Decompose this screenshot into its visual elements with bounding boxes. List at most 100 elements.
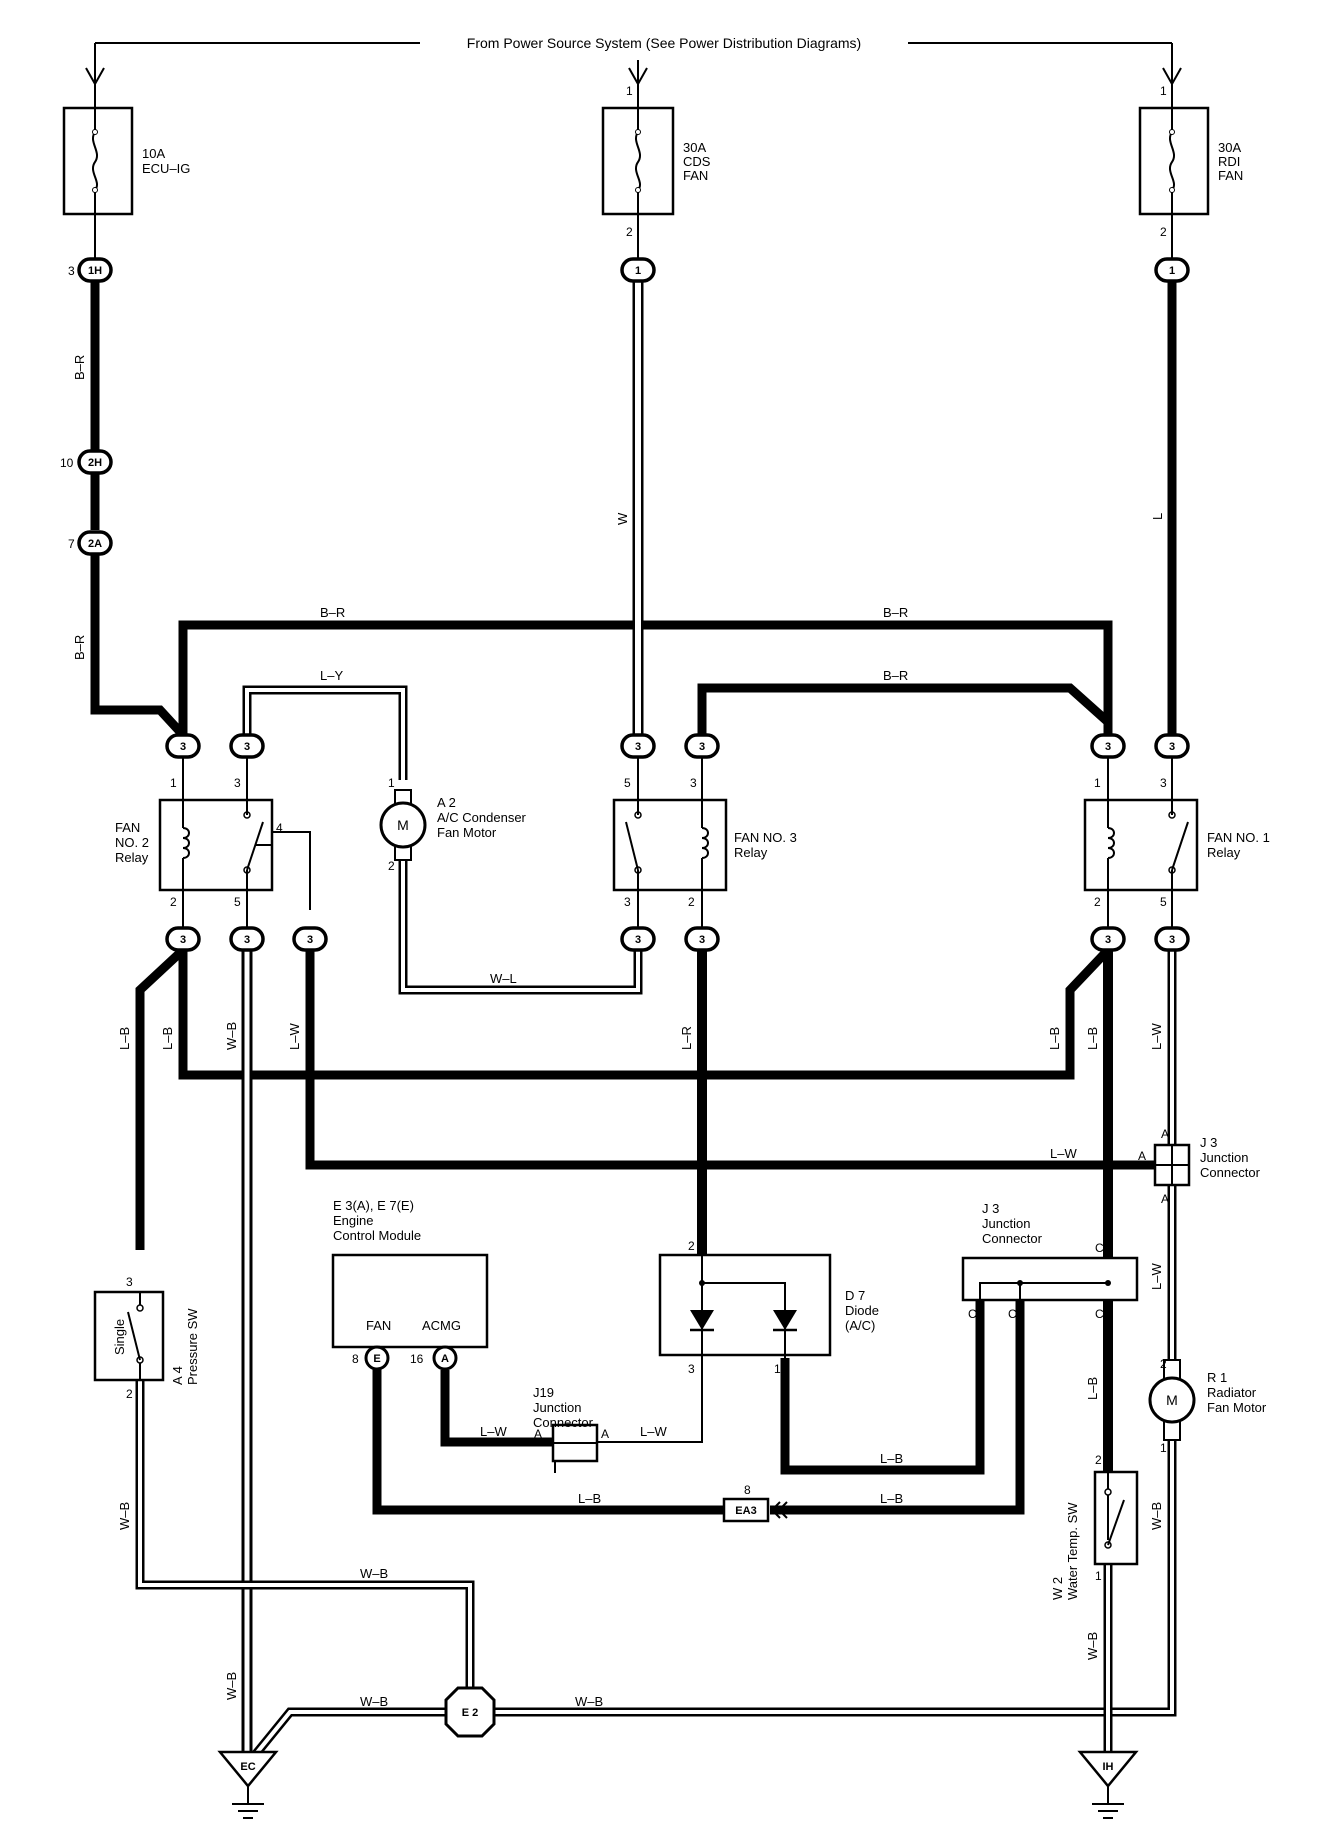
svg-text:C: C bbox=[1095, 1241, 1104, 1255]
svg-text:10: 10 bbox=[60, 456, 74, 470]
svg-text:Radiator: Radiator bbox=[1207, 1385, 1257, 1400]
r1-radiator-fan-motor: M R 1 Radiator Fan Motor 2 1 bbox=[1148, 1357, 1267, 1455]
ea3-connector: EA3 8 bbox=[722, 1483, 788, 1523]
svg-text:W–B: W–B bbox=[360, 1694, 388, 1709]
svg-text:3: 3 bbox=[699, 934, 705, 946]
svg-text:EA3: EA3 bbox=[735, 1505, 756, 1517]
svg-text:ACMG: ACMG bbox=[422, 1318, 461, 1333]
ground-ec: EC bbox=[217, 1750, 279, 1819]
wire-layer bbox=[90, 214, 1177, 1765]
svg-text:2: 2 bbox=[1095, 1453, 1102, 1467]
svg-text:4: 4 bbox=[276, 821, 283, 835]
svg-text:W–B: W–B bbox=[117, 1502, 132, 1530]
svg-text:Junction: Junction bbox=[1200, 1150, 1248, 1165]
svg-text:J19: J19 bbox=[533, 1385, 554, 1400]
svg-text:8: 8 bbox=[744, 1483, 751, 1497]
svg-text:Connector: Connector bbox=[982, 1231, 1043, 1246]
ground-ih: IH bbox=[1077, 1750, 1139, 1819]
svg-text:L–B: L–B bbox=[1085, 1377, 1100, 1400]
fan-no1-relay: FAN NO. 1 Relay 1 3 2 5 bbox=[1083, 757, 1270, 928]
fuse-name: ECU–IG bbox=[142, 161, 190, 176]
svg-text:2: 2 bbox=[626, 225, 633, 239]
svg-text:2: 2 bbox=[170, 895, 177, 909]
svg-text:3: 3 bbox=[635, 741, 641, 753]
svg-text:W 2: W 2 bbox=[1050, 1577, 1065, 1600]
fuse-rating: 30A bbox=[683, 140, 706, 155]
svg-text:7: 7 bbox=[68, 537, 75, 551]
svg-text:A: A bbox=[1161, 1127, 1169, 1141]
svg-text:J 3: J 3 bbox=[1200, 1135, 1217, 1150]
fuse-cds-fan: 30A CDS FAN 1 2 bbox=[601, 84, 711, 239]
svg-text:1: 1 bbox=[388, 776, 395, 790]
svg-text:3: 3 bbox=[244, 741, 250, 753]
svg-text:W: W bbox=[615, 512, 630, 525]
svg-text:L–W: L–W bbox=[1149, 1263, 1164, 1290]
fuse-rating: 10A bbox=[142, 146, 165, 161]
svg-text:3: 3 bbox=[68, 264, 75, 278]
svg-text:1: 1 bbox=[1095, 1569, 1102, 1583]
fan-no2-relay: FAN NO. 2 Relay 1 3 4 2 5 bbox=[115, 757, 283, 928]
svg-text:Junction: Junction bbox=[533, 1400, 581, 1415]
svg-text:2: 2 bbox=[1160, 225, 1167, 239]
svg-text:C: C bbox=[968, 1307, 977, 1321]
svg-text:Water Temp. SW: Water Temp. SW bbox=[1065, 1502, 1080, 1600]
svg-text:L–B: L–B bbox=[117, 1027, 132, 1050]
svg-text:3: 3 bbox=[1160, 776, 1167, 790]
svg-text:1: 1 bbox=[1160, 1441, 1167, 1455]
svg-text:R 1: R 1 bbox=[1207, 1370, 1227, 1385]
fuse-rdi-fan: 30A RDI FAN 1 2 bbox=[1138, 84, 1243, 239]
svg-text:16: 16 bbox=[410, 1352, 424, 1366]
fuse-name-2: FAN bbox=[1218, 168, 1243, 183]
svg-text:3: 3 bbox=[1169, 741, 1175, 753]
svg-text:A/C Condenser: A/C Condenser bbox=[437, 810, 527, 825]
svg-text:Relay: Relay bbox=[115, 850, 149, 865]
svg-text:E 2: E 2 bbox=[462, 1707, 479, 1719]
ac-condenser-fan-motor: M A 2 A/C Condenser Fan Motor 1 2 bbox=[379, 776, 527, 873]
relay-bottom-connectors: 3 3 3 3 3 3 3 bbox=[165, 926, 1190, 952]
svg-text:1: 1 bbox=[774, 1362, 781, 1376]
wire-labels: B–R B–R B–R B–R B–R L–Y W L W–L L–B L–B … bbox=[72, 355, 1165, 1709]
svg-text:A: A bbox=[441, 1353, 449, 1365]
svg-text:FAN: FAN bbox=[366, 1318, 391, 1333]
svg-text:NO. 2: NO. 2 bbox=[115, 835, 149, 850]
svg-text:1: 1 bbox=[635, 265, 641, 277]
svg-text:EC: EC bbox=[240, 1761, 255, 1773]
svg-text:(A/C): (A/C) bbox=[845, 1318, 875, 1333]
svg-text:B–R: B–R bbox=[72, 635, 87, 660]
svg-text:FAN NO. 1: FAN NO. 1 bbox=[1207, 830, 1270, 845]
svg-text:8: 8 bbox=[352, 1352, 359, 1366]
e2-ground-point: E 2 bbox=[444, 1686, 496, 1738]
svg-text:3: 3 bbox=[624, 895, 631, 909]
svg-text:3: 3 bbox=[699, 741, 705, 753]
svg-text:A: A bbox=[601, 1427, 609, 1441]
svg-text:2: 2 bbox=[388, 859, 395, 873]
svg-text:3: 3 bbox=[180, 741, 186, 753]
svg-text:L–B: L–B bbox=[1085, 1027, 1100, 1050]
svg-text:3: 3 bbox=[307, 934, 313, 946]
svg-text:5: 5 bbox=[234, 895, 241, 909]
power-source-line: From Power Source System (See Power Dist… bbox=[85, 35, 1182, 110]
svg-text:B–R: B–R bbox=[883, 605, 908, 620]
relay-top-connectors: 3 3 3 3 3 3 bbox=[165, 733, 1190, 759]
svg-text:L–B: L–B bbox=[160, 1027, 175, 1050]
svg-text:Fan Motor: Fan Motor bbox=[437, 825, 497, 840]
svg-text:W–B: W–B bbox=[360, 1566, 388, 1581]
svg-text:L: L bbox=[1150, 513, 1165, 520]
motor-symbol: M bbox=[397, 817, 409, 833]
svg-text:Engine: Engine bbox=[333, 1213, 373, 1228]
svg-text:W–B: W–B bbox=[224, 1022, 239, 1050]
svg-text:L–B: L–B bbox=[880, 1451, 903, 1466]
svg-text:1H: 1H bbox=[88, 265, 102, 277]
j19-junction-connector: J19 Junction Connector A A bbox=[440, 1350, 703, 1463]
svg-text:A: A bbox=[1161, 1192, 1169, 1206]
svg-text:5: 5 bbox=[1160, 895, 1167, 909]
svg-text:J 3: J 3 bbox=[982, 1201, 999, 1216]
svg-text:3: 3 bbox=[180, 934, 186, 946]
svg-text:W–B: W–B bbox=[1085, 1632, 1100, 1660]
svg-text:L–W: L–W bbox=[287, 1023, 302, 1050]
svg-text:Connector: Connector bbox=[533, 1415, 594, 1430]
svg-text:E: E bbox=[373, 1353, 380, 1365]
svg-text:3: 3 bbox=[244, 934, 250, 946]
connector-2a: 2A 7 bbox=[68, 530, 113, 556]
